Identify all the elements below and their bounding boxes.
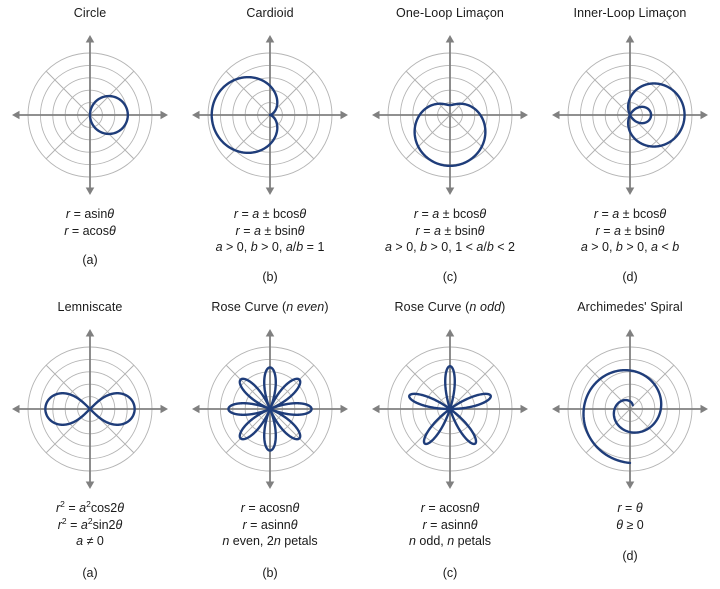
plot-one-loop-limacon <box>360 24 540 206</box>
equation-line: r = acosnθ <box>420 501 480 515</box>
equation-line: n odd, n petals <box>408 534 492 548</box>
polar-plot-svg-one-loop-limacon <box>372 35 528 195</box>
polar-axes <box>552 329 708 489</box>
panel-archimedes-spiral: Archimedes' Spiral r = θ θ ≥ 0 (d) <box>540 294 720 589</box>
equation-line: r = θ <box>617 501 643 515</box>
equation-line: n even, 2n petals <box>222 534 318 548</box>
equation-line: r2 = a2sin2θ <box>57 515 123 532</box>
plot-rose-odd <box>360 318 540 500</box>
equation-line: r = acosθ <box>64 223 116 238</box>
equation-line: a > 0, b > 0, 1 < a/b < 2 <box>385 240 515 254</box>
panel-cardioid: Cardioid r = a ± bcosθ r = a ± bsinθ a >… <box>180 0 360 294</box>
panel-letter-c: (c) <box>442 269 458 284</box>
equation-line: r = asinnθ <box>422 517 478 532</box>
panel-title-archimedes-spiral: Archimedes' Spiral <box>577 300 683 314</box>
panel-rose-even: Rose Curve (n even) r = acosnθ r = asinn… <box>180 294 360 589</box>
panel-title-lemniscate: Lemniscate <box>57 300 123 314</box>
plot-rose-even <box>180 318 360 500</box>
panel-inner-loop-limacon: Inner-Loop Limaçon r = a ± bcosθ r = a ±… <box>540 0 720 294</box>
panel-title-circle: Circle <box>73 6 107 20</box>
equation-line: r = a ± bsinθ <box>415 223 485 238</box>
panel-title-inner-loop-limacon: Inner-Loop Limaçon <box>573 6 687 20</box>
panel-title-rose-odd: Rose Curve (n odd) <box>394 300 506 314</box>
curve-archimedes-spiral <box>582 368 663 465</box>
plot-circle <box>0 24 180 206</box>
polar-plot-svg-archimedes-spiral <box>552 329 708 489</box>
equations-rose-even: r = acosnθ r = asinnθ n even, 2n petals <box>180 500 360 550</box>
equation-line: r = a ± bcosθ <box>413 207 487 221</box>
curve-one-loop-limacon <box>413 102 487 168</box>
curve-cardioid <box>210 75 279 155</box>
equation-line: r = asinθ <box>65 207 115 221</box>
panel-one-loop-limacon: One-Loop Limaçon r = a ± bcosθ r = a ± b… <box>360 0 540 294</box>
polar-plot-svg-rose-even <box>192 329 348 489</box>
figure-row-top: Circle r = asinθ r = acosθ (a) Cardioid <box>0 0 720 294</box>
polar-axes <box>372 35 528 195</box>
equation-line: r = a ± bcosθ <box>233 207 307 221</box>
curve-lemniscate <box>44 392 136 426</box>
plot-archimedes-spiral <box>540 318 720 500</box>
polar-plot-svg-rose-odd <box>372 329 528 489</box>
equations-cardioid: r = a ± bcosθ r = a ± bsinθ a > 0, b > 0… <box>180 206 360 256</box>
plot-cardioid <box>180 24 360 206</box>
plot-lemniscate <box>0 318 180 500</box>
panel-letter-a: (a) <box>82 253 98 267</box>
equations-one-loop-limacon: r = a ± bcosθ r = a ± bsinθ a > 0, b > 0… <box>360 206 540 256</box>
equations-rose-odd: r = acosnθ r = asinnθ n odd, n petals <box>360 500 540 550</box>
panel-title-rose-even: Rose Curve (n even) <box>211 300 329 314</box>
panel-letter-d: (d) <box>622 549 638 563</box>
curve-rose-odd <box>408 365 492 446</box>
panel-title-one-loop-limacon: One-Loop Limaçon <box>396 6 504 20</box>
polar-plot-svg-inner-loop-limacon <box>552 35 708 195</box>
polar-plot-svg-cardioid <box>192 35 348 195</box>
equation-line: a ≠ 0 <box>76 534 104 548</box>
panel-lemniscate: Lemniscate r2 = a2cos2θ r2 = a2sin2θ a ≠… <box>0 294 180 589</box>
equations-archimedes-spiral: r = θ θ ≥ 0 <box>540 500 720 533</box>
panel-circle: Circle r = asinθ r = acosθ (a) <box>0 0 180 294</box>
equation-line: θ ≥ 0 <box>616 517 644 532</box>
equations-lemniscate: r2 = a2cos2θ r2 = a2sin2θ a ≠ 0 <box>0 500 180 550</box>
equation-line: r = a ± bsinθ <box>235 223 305 238</box>
equations-inner-loop-limacon: r = a ± bcosθ r = a ± bsinθ a > 0, b > 0… <box>540 206 720 256</box>
equation-line: a > 0, b > 0, a < b <box>580 240 680 254</box>
panel-rose-odd: Rose Curve (n odd) r = acosnθ r = asinnθ… <box>360 294 540 589</box>
plot-inner-loop-limacon <box>540 24 720 206</box>
polar-plot-svg-lemniscate <box>12 329 168 489</box>
panel-title-cardioid: Cardioid <box>246 6 294 20</box>
panel-letter-b: (b) <box>262 269 278 284</box>
curve-circle <box>88 94 130 136</box>
equation-line: r = acosnθ <box>240 501 300 515</box>
equation-line: r = asinnθ <box>242 517 298 532</box>
equation-line: a > 0, b > 0, a/b = 1 <box>215 240 325 254</box>
panel-letter-b: (b) <box>262 565 278 580</box>
equation-line: r = a ± bsinθ <box>595 223 665 238</box>
curve-inner-loop-limacon <box>626 82 686 148</box>
panel-letter-a: (a) <box>82 565 98 580</box>
polar-plot-svg-circle <box>12 35 168 195</box>
equation-line: r2 = a2cos2θ <box>55 498 125 515</box>
equation-line: r = a ± bcosθ <box>593 207 667 221</box>
curve-rose-even <box>227 366 313 452</box>
equations-circle: r = asinθ r = acosθ <box>0 206 180 239</box>
panel-letter-d: (d) <box>622 269 638 284</box>
figure-row-bottom: Lemniscate r2 = a2cos2θ r2 = a2sin2θ a ≠… <box>0 294 720 589</box>
panel-letter-c: (c) <box>442 565 458 580</box>
